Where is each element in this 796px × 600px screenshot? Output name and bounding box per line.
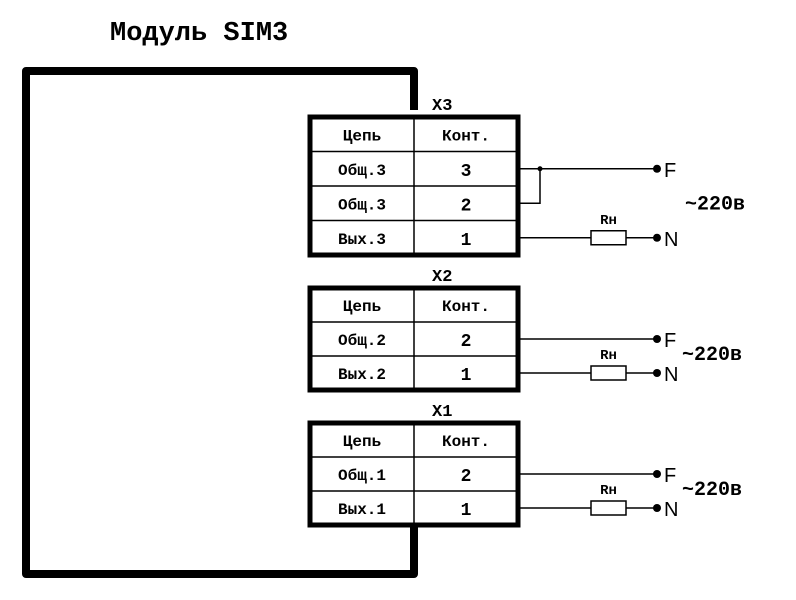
resistor-label: Rн <box>600 483 617 499</box>
cell-circuit: Общ.1 <box>338 467 386 485</box>
resistor-icon <box>590 230 627 246</box>
jumper-wire <box>518 168 541 204</box>
connector-label-x3: X3 <box>432 97 452 116</box>
neutral-terminal-dot <box>653 233 661 242</box>
cell-contact: 3 <box>461 162 472 182</box>
cell-contact: 2 <box>461 467 472 487</box>
neutral-label: N <box>664 364 678 386</box>
neutral-label: N <box>664 229 678 251</box>
header-circuit: Цепь <box>343 433 381 451</box>
phase-terminal-dot <box>653 335 661 343</box>
connector-label-x1: X1 <box>432 403 452 422</box>
cell-circuit: Вых.2 <box>338 366 386 384</box>
neutral-terminal-dot <box>653 369 661 377</box>
cell-contact: 1 <box>461 366 472 386</box>
phase-terminal-dot <box>653 470 661 478</box>
phase-label: F <box>664 330 676 352</box>
voltage-label: ~220в <box>682 344 742 367</box>
header-contact: Конт. <box>442 433 490 451</box>
header-contact: Конт. <box>442 298 490 316</box>
header-circuit: Цепь <box>343 127 381 145</box>
phase-terminal-dot <box>653 164 661 173</box>
phase-label: F <box>664 465 676 487</box>
neutral-label: N <box>664 499 678 521</box>
junction-dot <box>537 166 543 172</box>
cell-circuit: Вых.3 <box>338 231 386 249</box>
connector-label-x2: X2 <box>432 268 452 287</box>
resistor-icon <box>590 500 627 516</box>
cell-contact: 1 <box>461 231 472 251</box>
cell-circuit: Вых.1 <box>338 501 386 519</box>
resistor-label: Rн <box>600 213 617 229</box>
header-circuit: Цепь <box>343 298 381 316</box>
module-title: Модуль SIM3 <box>110 19 288 49</box>
header-contact: Конт. <box>442 127 490 145</box>
cell-contact: 1 <box>461 501 472 521</box>
voltage-label: ~220в <box>685 193 745 216</box>
cell-circuit: Общ.2 <box>338 332 386 350</box>
cell-contact: 2 <box>461 196 472 216</box>
phase-label: F <box>664 160 676 182</box>
neutral-terminal-dot <box>653 504 661 512</box>
resistor-icon <box>590 365 627 381</box>
resistor-label: Rн <box>600 348 617 364</box>
cell-circuit: Общ.3 <box>338 196 386 214</box>
voltage-label: ~220в <box>682 479 742 502</box>
cell-contact: 2 <box>461 332 472 352</box>
connector-table-x3 <box>307 114 521 258</box>
module-outline <box>22 67 418 578</box>
cell-circuit: Общ.3 <box>338 162 386 180</box>
